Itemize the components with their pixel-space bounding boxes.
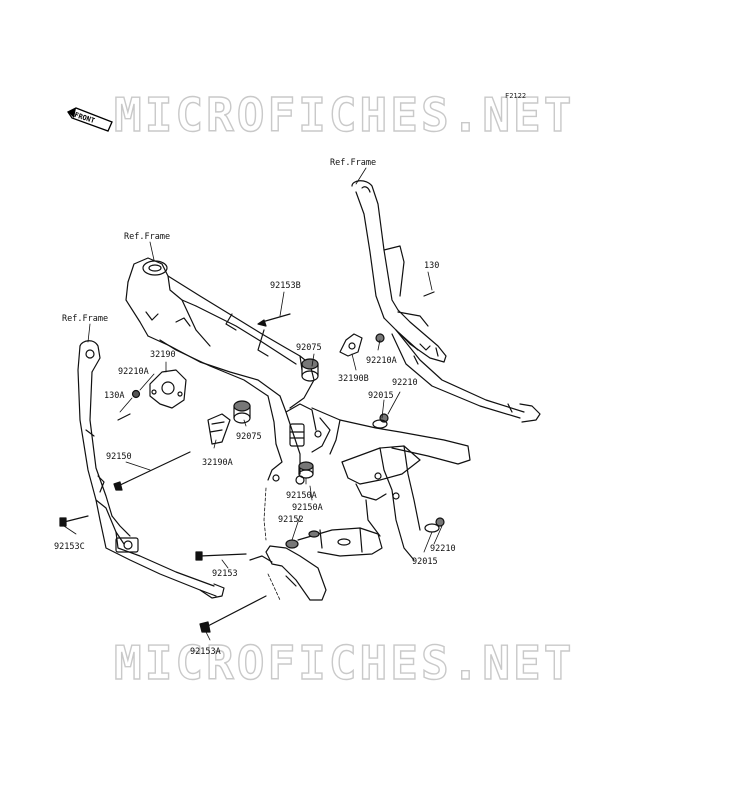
nut-92210-bottom [435,517,445,527]
watermark-top: MICROFICHES.NET [113,87,575,142]
label-92210a-right[interactable]: 92210A [366,356,397,366]
label-130a[interactable]: 130A [104,391,125,401]
label-32190b[interactable]: 32190B [338,374,369,384]
bracket-32190b [339,333,363,357]
mount-92075-mid [233,400,251,424]
washer-92015-top [372,419,388,429]
leader-lines [63,167,443,641]
label-92210-top[interactable]: 92210 [392,378,418,388]
label-92152[interactable]: 92152 [278,515,304,525]
bolt-92153c [63,515,89,523]
label-ref-frame-top-left: Ref.Frame [124,232,171,242]
label-92153[interactable]: 92153 [212,569,238,579]
lower-right-bracket [311,407,471,561]
main-frame-backbone [125,257,317,485]
label-ref-frame-top-right: Ref.Frame [330,158,377,168]
label-92015-top[interactable]: 92015 [368,391,394,401]
washer-92015-bottom [424,523,440,533]
label-92015-bottom[interactable]: 92015 [412,557,438,567]
front-arrow-icon [67,107,113,132]
bolt-130 [423,291,435,297]
label-92075-top[interactable]: 92075 [296,343,322,353]
label-92153a[interactable]: 92153A [190,647,221,657]
lower-crossmember [249,527,383,601]
label-92150a-2[interactable]: 92150A [292,503,323,513]
bolt-92150 [117,451,191,487]
label-92150[interactable]: 92150 [106,452,132,462]
bolt-92153b [261,313,291,323]
label-130[interactable]: 130 [424,261,440,271]
bolt-130a [117,413,131,421]
mount-92152 [285,530,320,549]
left-frame-cradle [77,340,225,599]
label-92075-mid[interactable]: 92075 [236,432,262,442]
label-92210-bottom[interactable]: 92210 [430,544,456,554]
nut-92210a-left [131,389,141,399]
label-ref-frame-left: Ref.Frame [62,314,109,324]
figure-code: F2122 [505,92,527,100]
label-92210a-left[interactable]: 92210A [118,367,149,377]
bolt-92153a [203,595,267,629]
bolt-92153 [199,553,247,557]
label-92153b[interactable]: 92153B [270,281,301,291]
right-frame-rail [351,180,541,423]
watermark-bottom: MICROFICHES.NET [113,635,575,690]
label-92153c[interactable]: 92153C [54,542,85,552]
bracket-32190a [207,413,231,445]
label-92150a-1[interactable]: 92150A [286,491,317,501]
label-32190a[interactable]: 32190A [202,458,233,468]
bracket-32190 [149,369,187,409]
mount-92075-top [301,358,319,382]
label-32190[interactable]: 32190 [150,350,176,360]
